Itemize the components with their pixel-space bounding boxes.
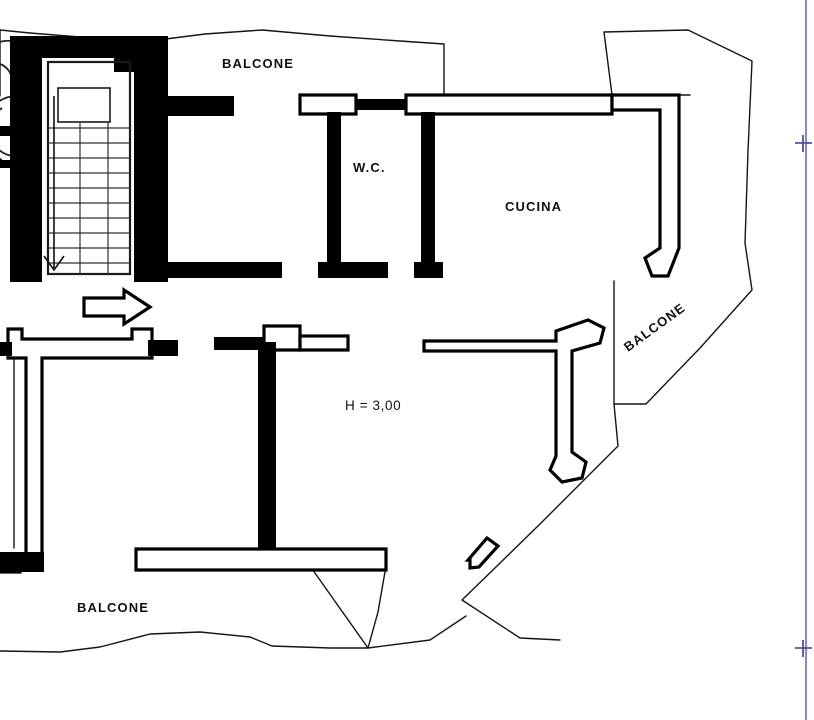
wall-group-cucina (421, 93, 681, 278)
balcony-outline-bottom (0, 565, 467, 653)
wall-group-right-partition (422, 318, 606, 484)
balcony-outline-right-lower (461, 403, 619, 641)
label-balcone-bottom: BALCONE (77, 600, 149, 615)
circulation-arrow-icon (82, 287, 153, 327)
label-wc: W.C. (353, 160, 386, 175)
wall-group-upper-left (152, 36, 282, 282)
registration-cross-icon-top (795, 135, 812, 152)
stairwell (10, 36, 152, 282)
registration-marks (795, 0, 812, 720)
label-balcone-top: BALCONE (222, 56, 294, 71)
registration-cross-icon-bottom (795, 640, 812, 657)
wall-group-center-partition (134, 324, 388, 572)
label-cucina: CUCINA (505, 199, 562, 214)
wall-group-lower-left (0, 327, 178, 574)
stair-down-arrow-icon (43, 96, 65, 272)
balcony-outline-top (0, 29, 445, 97)
stair-treads (48, 122, 130, 274)
label-ceiling-height: H = 3,00 (345, 398, 401, 413)
wall-group-wc (298, 93, 614, 278)
label-balcone-right: BALCONE (621, 300, 688, 354)
detached-element (464, 535, 501, 570)
